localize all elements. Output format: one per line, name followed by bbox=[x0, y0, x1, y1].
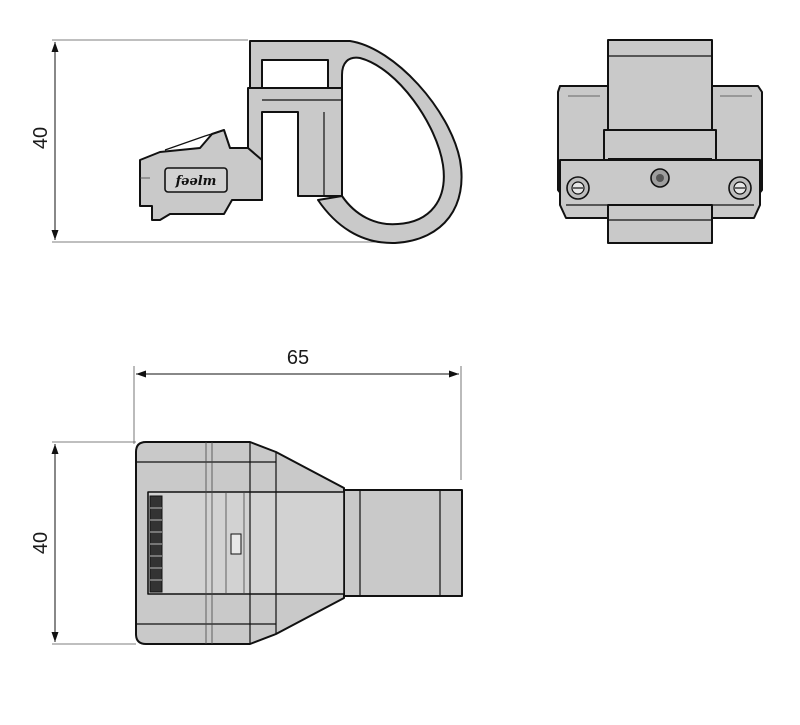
front-lower-strap bbox=[607, 204, 713, 244]
top-view-height-label: 40 bbox=[30, 532, 52, 554]
hook-loop bbox=[249, 40, 463, 245]
front-view bbox=[557, 39, 763, 244]
side-view-height-label: 40 bbox=[30, 127, 52, 149]
right-screw-icon bbox=[728, 176, 752, 200]
top-view: 65 40 bbox=[30, 347, 463, 645]
grip-ridges-icon bbox=[149, 495, 163, 593]
front-center-block bbox=[603, 129, 717, 163]
left-screw-icon bbox=[566, 176, 590, 200]
brand-logo: fəəlm bbox=[175, 174, 217, 189]
top-view-latch bbox=[230, 533, 242, 555]
side-view: 40 fəəlm bbox=[30, 39, 463, 245]
top-view-center-panel bbox=[147, 491, 345, 595]
logo-plate bbox=[164, 167, 228, 193]
top-view-strap bbox=[343, 489, 463, 597]
center-screw-icon bbox=[650, 168, 670, 188]
base-block-ridge bbox=[164, 131, 219, 151]
top-view-width-label: 65 bbox=[287, 347, 309, 369]
front-lower-body bbox=[559, 159, 761, 219]
